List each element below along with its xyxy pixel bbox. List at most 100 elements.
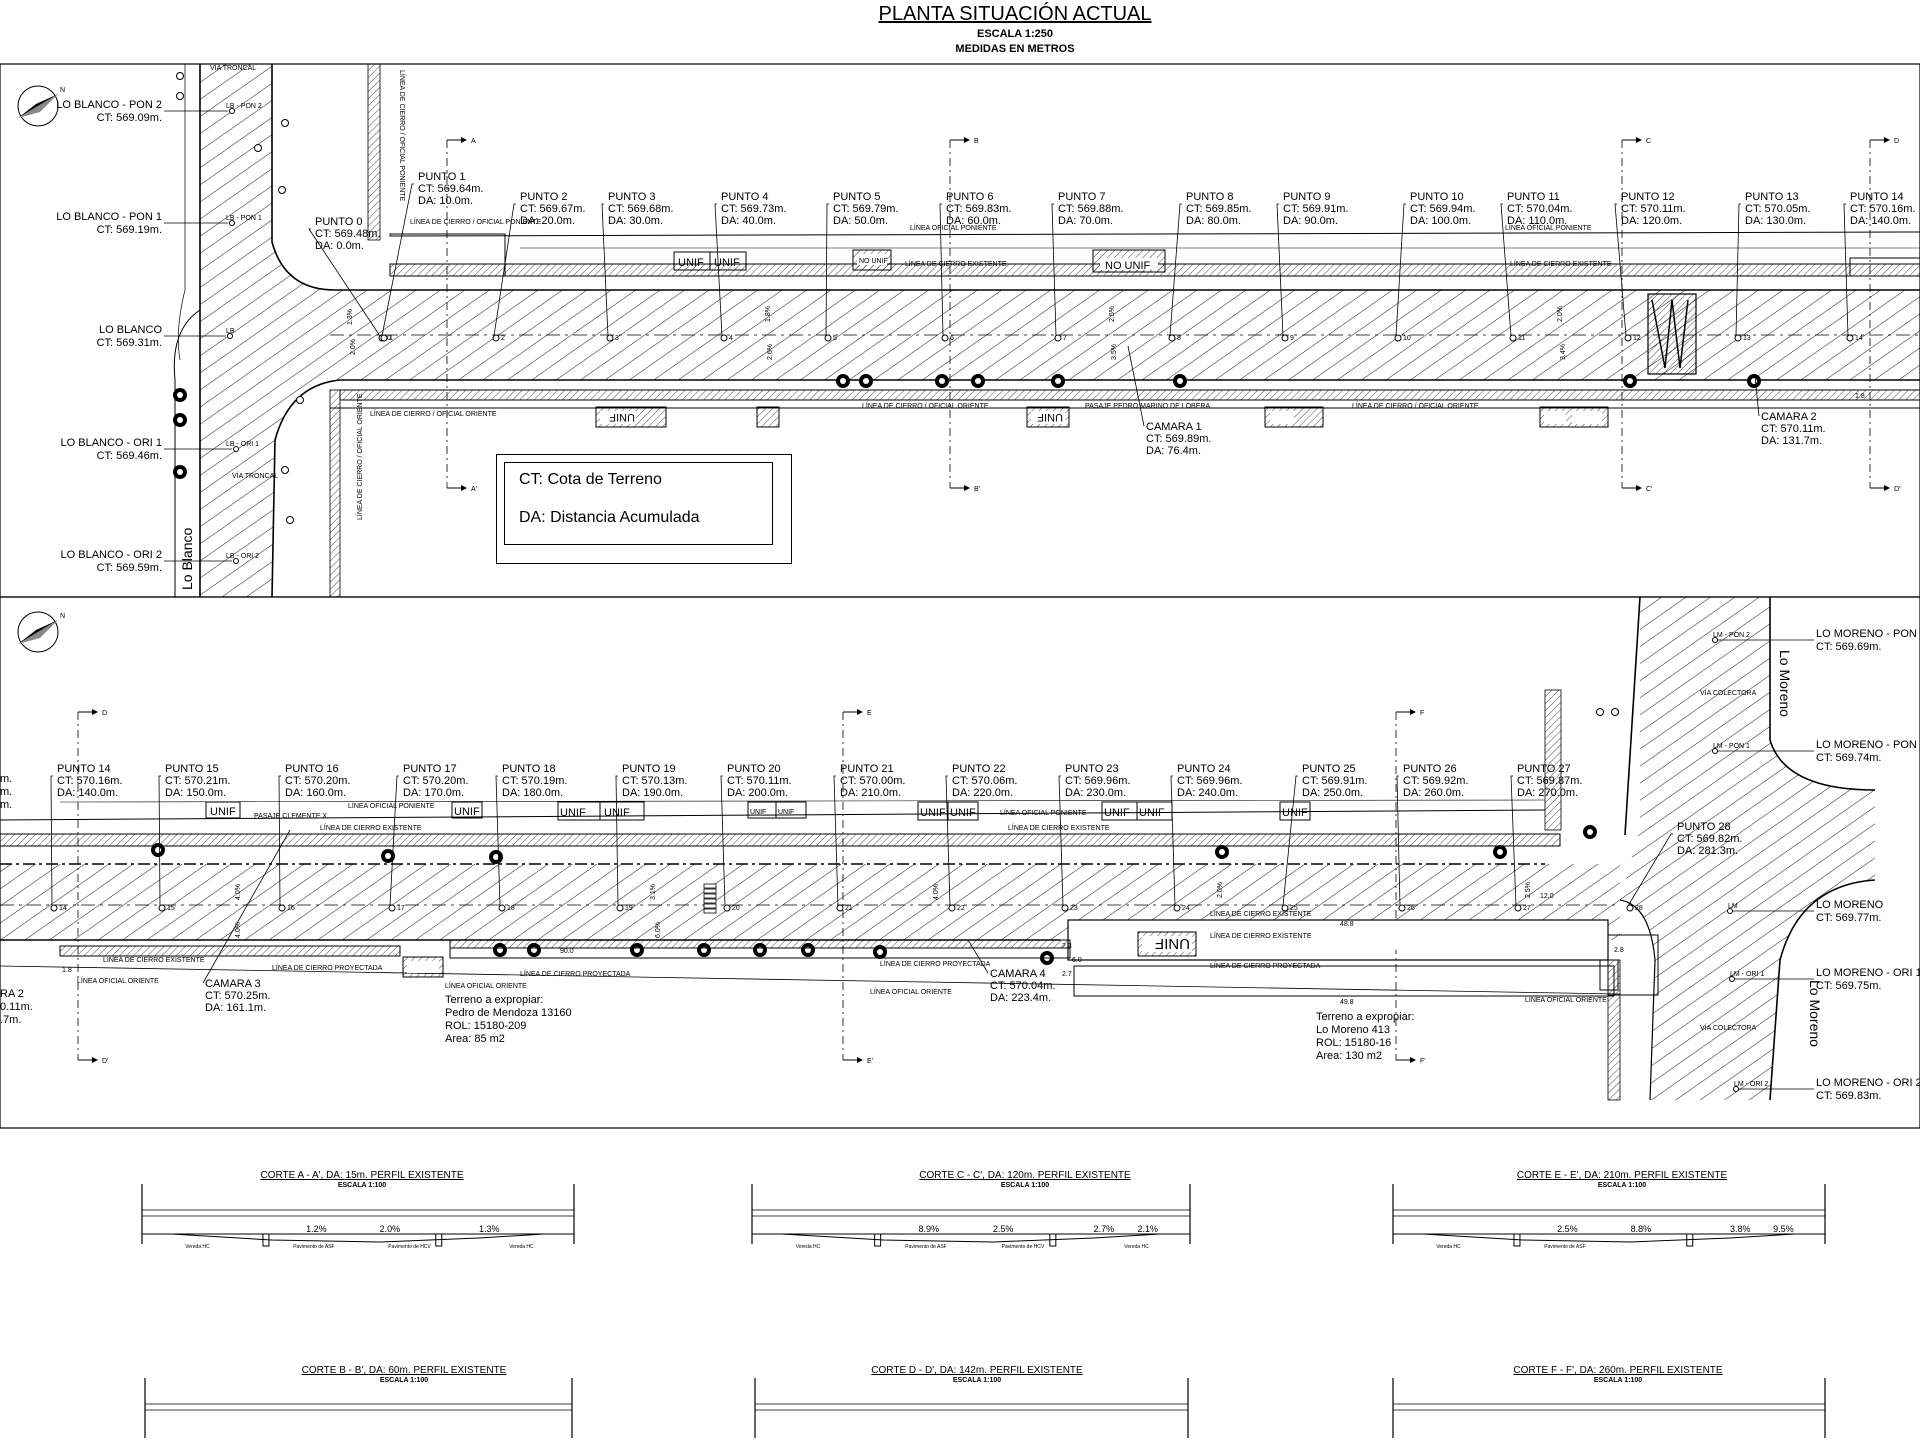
utility-point-icon [296,396,304,404]
svg-text:Lo Moreno 413: Lo Moreno 413 [1316,1024,1390,1036]
svg-text:LO MORENO - PON 1: LO MORENO - PON 1 [1816,739,1920,751]
bl-cierro-existente-b: LÍNEA DE CIERRO EXISTENTE [1008,823,1110,832]
bl-oficial-oriente-c: LÍNEA OFICIAL ORIENTE [870,987,952,996]
dim-6-0: 6.0 [1072,957,1082,964]
utility-point-icon [281,119,289,127]
svg-text:PUNTO 15: PUNTO 15 [165,763,219,775]
north-arrow-icon: N [17,85,65,127]
svg-text:Pavimento de ASF: Pavimento de ASF [293,1244,334,1250]
camara-label: CAMARA 1CT: 569.89m.DA: 76.4m. [1127,345,1211,457]
via-colectora-bottom: VÍA COLECTORA [1700,1023,1757,1032]
dim-90: 90.0 [560,948,574,955]
via-troncal-label-mid: VÍA TRONCAL [232,471,278,480]
manhole-icon [1583,825,1597,839]
building-unif-6 [756,406,780,428]
svg-text:C: C [1646,138,1651,145]
svg-text:UNIF: UNIF [1282,807,1308,819]
svg-text:CT: 569.67m.: CT: 569.67m. [520,203,585,215]
svg-text:DA: 240.0m.: DA: 240.0m. [1177,787,1238,799]
svg-text:2.1%: 2.1% [1137,1224,1158,1234]
svg-text:CT: 569.92m.: CT: 569.92m. [1403,775,1468,787]
svg-text:DA: 60.0m.: DA: 60.0m. [946,215,1001,227]
svg-text:8.9%: 8.9% [918,1224,939,1234]
svg-text:Terreno a expropiar:: Terreno a expropiar: [1316,1011,1414,1023]
slope-label: 1.3% [347,309,354,325]
section-marker: AA' [446,137,477,493]
slope-label: 4.0% [235,922,242,938]
svg-text:B: B [974,138,979,145]
svg-text:ROL: 15180-16: ROL: 15180-16 [1316,1037,1391,1049]
svg-text:PUNTO 19: PUNTO 19 [622,763,676,775]
svg-text:Vereda HC: Vereda HC [185,1244,210,1250]
svg-text:LO MORENO: LO MORENO [1816,899,1884,911]
svg-text:18: 18 [507,905,515,912]
svg-text:PUNTO 21: PUNTO 21 [840,763,894,775]
svg-text:8: 8 [1177,335,1181,342]
svg-text:LO MORENO - ORI 2: LO MORENO - ORI 2 [1816,1077,1920,1089]
svg-text:LB: LB [226,328,235,335]
svg-text:PUNTO 26: PUNTO 26 [1403,763,1457,775]
svg-text:UNIF: UNIF [604,807,630,819]
svg-text:.7m.: .7m. [0,1014,21,1026]
svg-text:1: 1 [389,335,393,342]
slope-label: 2.0% [1557,306,1564,322]
lb-point: LO BLANCO - ORI 1CT: 569.46m.LB - ORI 1 [61,437,260,462]
manhole-icon [971,374,985,388]
svg-text:CT: 570.16m.: CT: 570.16m. [1850,203,1915,215]
svg-text:CAMARA 4: CAMARA 4 [990,968,1046,980]
cross-sections: CORTE A - A', DA: 15m. PERFIL EXISTENTEE… [141,1170,1826,1438]
svg-text:PUNTO 5: PUNTO 5 [833,191,880,203]
svg-text:21: 21 [845,905,853,912]
svg-text:UNIF: UNIF [1104,807,1130,819]
lo-moreno-west-wall [1544,689,1562,831]
west-wall-strip [367,63,381,241]
svg-text:UNIF: UNIF [678,257,704,269]
pasaje-pedro-label: PASAJE PEDRO MARINO DE LOBERA [1085,403,1210,410]
svg-text:Pedro de Mendoza 13160: Pedro de Mendoza 13160 [445,1007,572,1019]
svg-text:CT: 570.20m.: CT: 570.20m. [403,775,468,787]
slope-label: 4.0% [933,884,940,900]
south-sidewalk-bottom-b [449,939,1071,949]
svg-text:CT: 570.00m.: CT: 570.00m. [840,775,905,787]
manhole-icon [1173,374,1187,388]
svg-text:DA: 270.0m.: DA: 270.0m. [1517,787,1578,799]
manhole-icon [173,413,187,427]
svg-text:DA: 220.0m.: DA: 220.0m. [952,787,1013,799]
bl-oficial-oriente-d: LÍNEA OFICIAL ORIENTE [1525,995,1607,1004]
slope-label: 2.5% [1109,306,1116,322]
svg-text:CT: 569.09m.: CT: 569.09m. [97,112,162,124]
bl-cierro-proyectada-a: LÍNEA DE CIERRO PROYECTADA [272,963,383,972]
svg-text:3: 3 [615,335,619,342]
lo-moreno-curb-east-2 [1769,879,1876,1101]
svg-text:ESCALA 1:100: ESCALA 1:100 [953,1377,1001,1384]
terreno-2: Terreno a expropiar: Lo Moreno 413 ROL: … [1316,1011,1414,1062]
slope-label: 2.0% [350,339,357,355]
svg-text:9: 9 [1290,335,1294,342]
svg-text:CT: 569.31m.: CT: 569.31m. [97,337,162,349]
north-arrow-icon-bottom: N [17,611,65,653]
svg-text:DA: 260.0m.: DA: 260.0m. [1403,787,1464,799]
svg-text:DA: 110.0m.: DA: 110.0m. [1507,215,1567,227]
svg-text:CT: 569.59m.: CT: 569.59m. [97,562,162,574]
cross-section: CORTE E - E', DA: 210m. PERFIL EXISTENTE… [1392,1170,1826,1250]
bl-cierro-existente-d: LÍNEA DE CIERRO EXISTENTE [1210,909,1312,918]
svg-text:CORTE C - C', DA: 120m. PERFIL: CORTE C - C', DA: 120m. PERFIL EXISTENTE [919,1170,1131,1181]
svg-text:CT: 569.69m.: CT: 569.69m. [1816,641,1881,653]
svg-text:UNIF: UNIF [778,809,794,816]
svg-text:DA: 40.0m.: DA: 40.0m. [721,215,776,227]
utility-point-icon [278,186,286,194]
svg-text:CORTE E - E', DA: 210m. PERFIL: CORTE E - E', DA: 210m. PERFIL EXISTENTE [1517,1170,1728,1181]
svg-text:E: E [867,710,872,717]
svg-text:ESCALA 1:100: ESCALA 1:100 [1001,1182,1049,1189]
svg-text:2.5%: 2.5% [993,1224,1014,1234]
lo-blanco-west-curb [177,64,186,361]
utility-point-icon [281,466,289,474]
survey-point: PUNTO 5CT: 569.79m.DA: 50.0m.5 [824,191,898,342]
legend-inner-frame: CT: Cota de Terreno DA: Distancia Acumul… [504,462,773,545]
